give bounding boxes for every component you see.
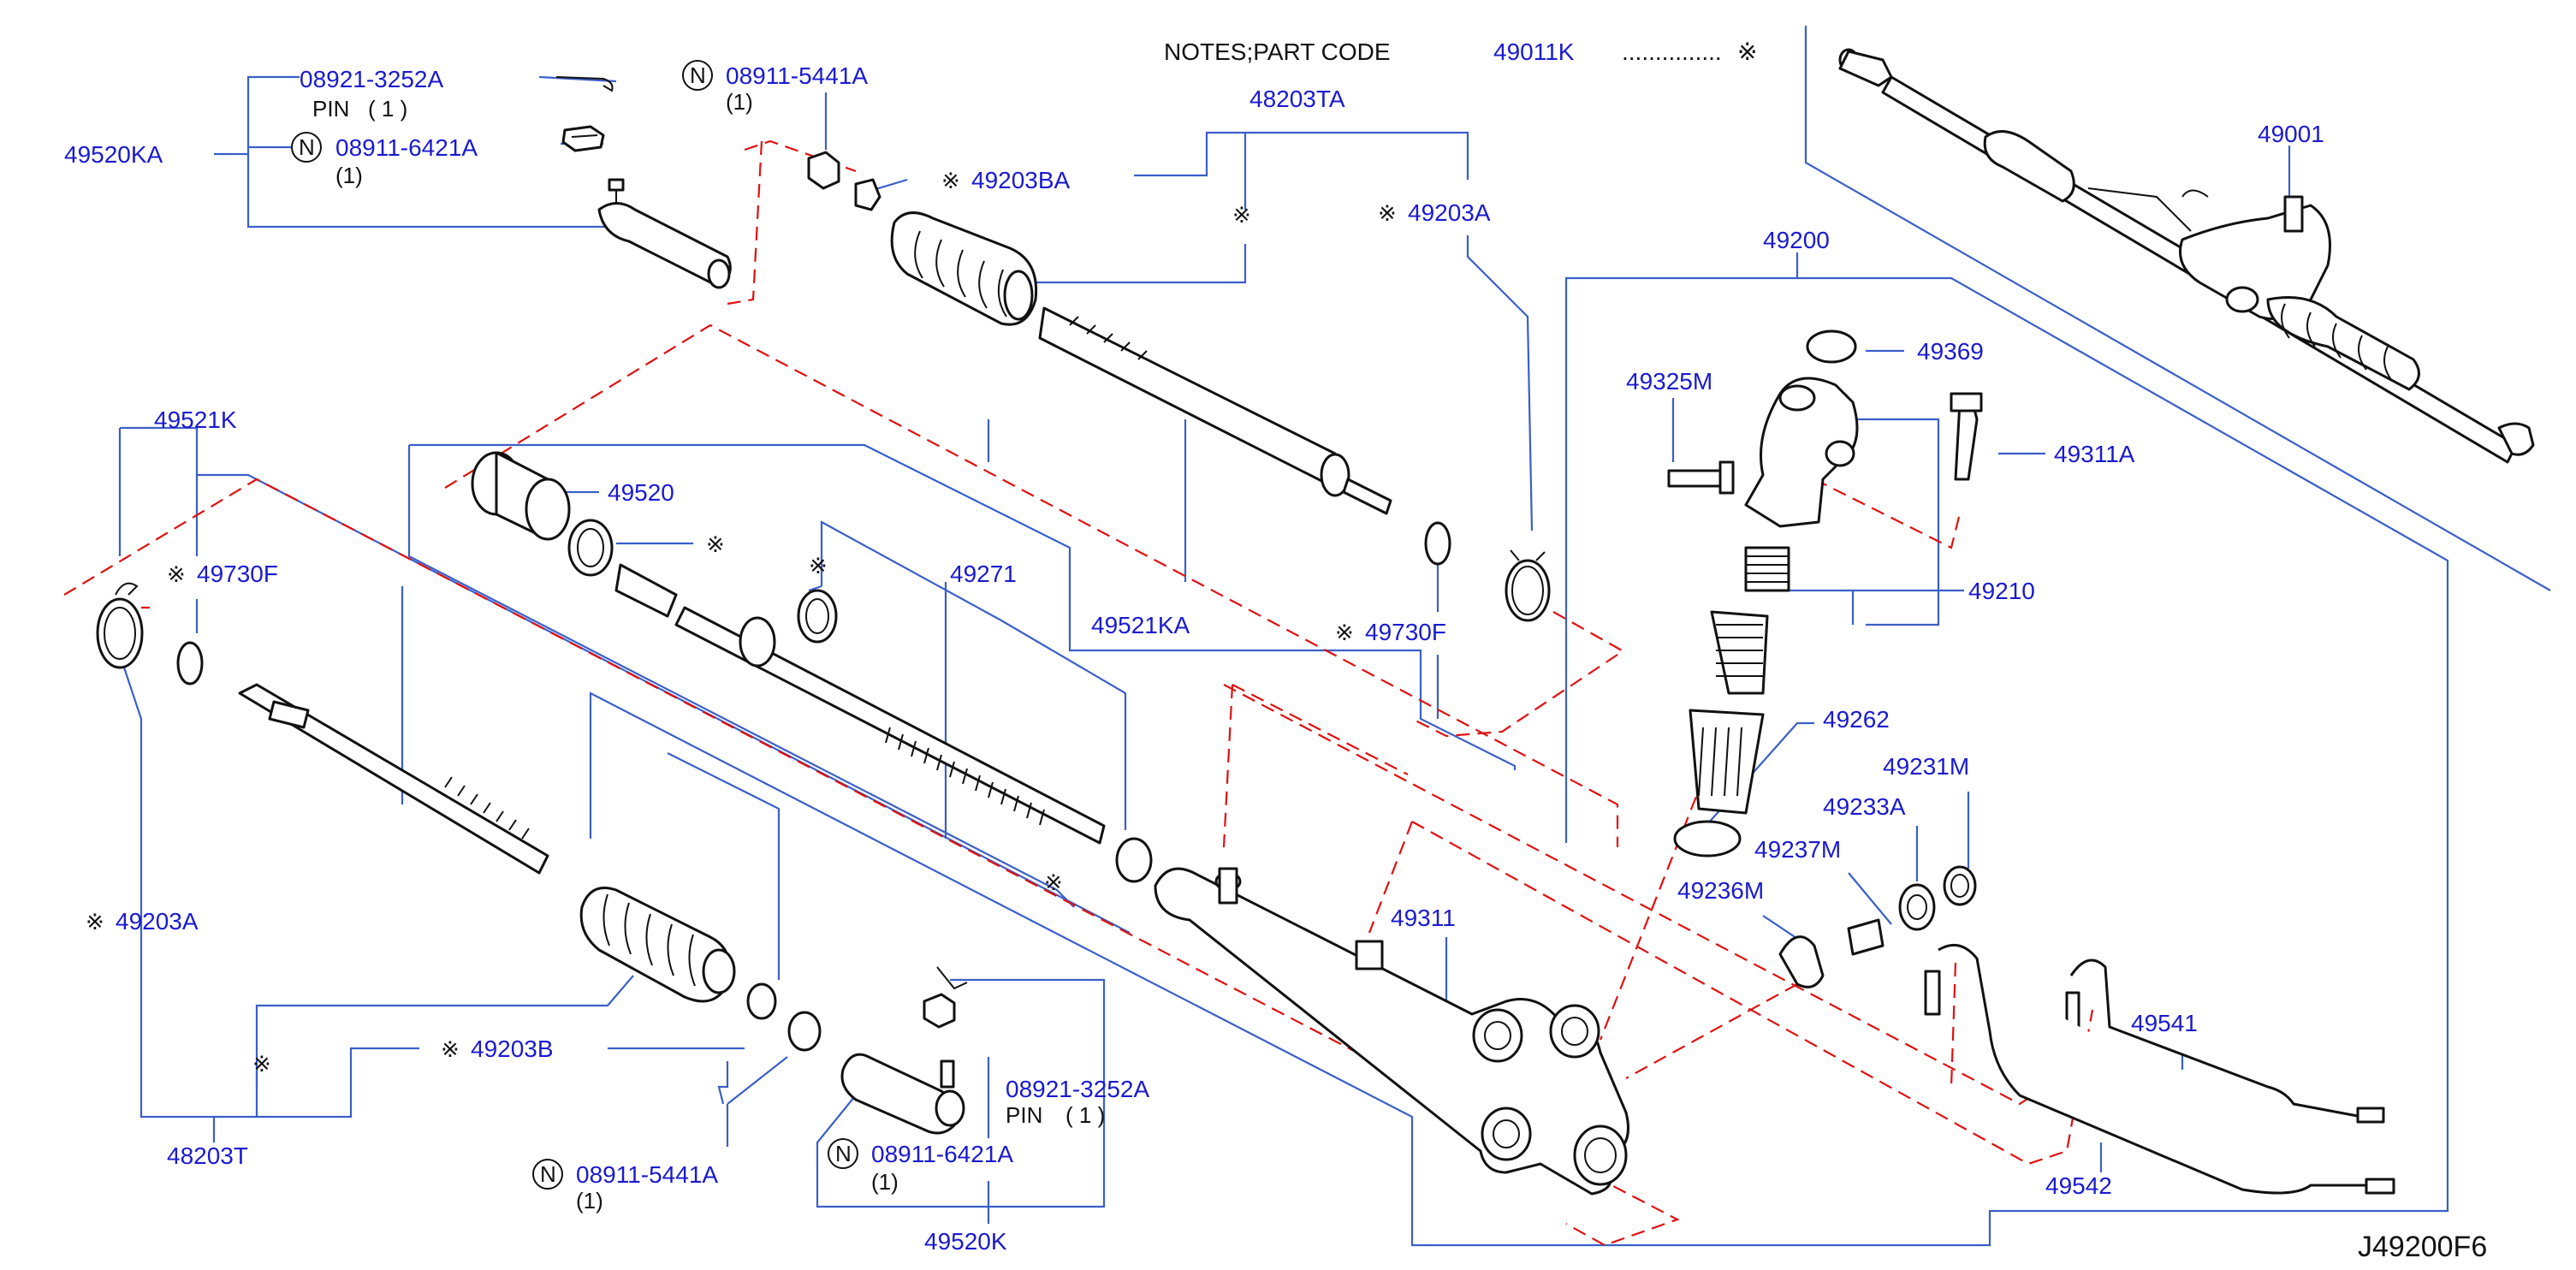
label-49520ka[interactable]: 49520KA xyxy=(64,141,163,168)
label-49200[interactable]: 49200 xyxy=(1763,227,1830,253)
label-49203a-left[interactable]: 49203A xyxy=(116,908,199,935)
circle-n-letter: N xyxy=(690,62,706,88)
label-pin-top: PIN xyxy=(312,96,349,122)
label-49262[interactable]: 49262 xyxy=(1823,706,1890,733)
lock-nut-top[interactable] xyxy=(807,151,881,211)
pinion-valve[interactable] xyxy=(1673,546,1790,858)
label-pin-top-qty: ( 1 ) xyxy=(368,96,407,122)
notes-dots: ............... xyxy=(1622,39,1722,65)
label-08911-6421a-bottom[interactable]: 08911-6421A xyxy=(871,1141,1013,1167)
label-49521ka[interactable]: 49521KA xyxy=(1091,612,1190,638)
label-49311[interactable]: 49311 xyxy=(1391,905,1456,931)
circle-n-icon xyxy=(291,132,322,163)
leader-49520ka xyxy=(246,75,608,228)
label-49730f-right[interactable]: 49730F xyxy=(1365,619,1446,645)
label-qty-5441-bottom: (1) xyxy=(576,1188,603,1214)
label-49520k[interactable]: 49520K xyxy=(924,1228,1007,1255)
inner-tie-rod-left[interactable] xyxy=(238,683,549,875)
mark-49203b: ※ xyxy=(441,1036,460,1062)
label-49521k[interactable]: 49521K xyxy=(154,407,237,433)
small-parts-49231-49237[interactable] xyxy=(1778,865,1977,988)
label-48203t[interactable]: 48203T xyxy=(167,1142,248,1169)
label-49236m[interactable]: 49236M xyxy=(1677,877,1764,904)
label-49541[interactable]: 49541 xyxy=(2131,1010,2198,1036)
circle-n-icon xyxy=(532,1159,563,1190)
rack-49271[interactable] xyxy=(614,563,1153,883)
boot-top[interactable] xyxy=(890,211,1038,326)
inner-tie-rod-top[interactable] xyxy=(1038,306,1392,515)
diagram-code: J49200F6 xyxy=(2358,1231,2487,1263)
circle-n-icon xyxy=(682,60,713,91)
label-49203b[interactable]: 49203B xyxy=(471,1036,554,1062)
label-49369[interactable]: 49369 xyxy=(1917,338,1984,365)
clamp-49203b[interactable] xyxy=(746,982,822,1052)
notes-mark: ※ xyxy=(1737,39,1757,65)
label-49271[interactable]: 49271 xyxy=(950,561,1017,587)
circle-n-letter: N xyxy=(835,1141,852,1166)
mark-48203t: ※ xyxy=(252,1051,271,1077)
steering-gear-assembly-49001[interactable] xyxy=(1838,48,2535,464)
label-49520[interactable]: 49520 xyxy=(608,479,674,506)
mark-49203ba: ※ xyxy=(941,168,960,193)
mark-49203a-top: ※ xyxy=(1378,200,1397,226)
mark-seal: ※ xyxy=(1044,869,1063,895)
label-qty-6421-bottom: (1) xyxy=(871,1169,899,1195)
label-08921-3252a-bottom[interactable]: 08921-3252A xyxy=(1006,1076,1149,1102)
gear-housing-49311[interactable] xyxy=(1154,867,1629,1196)
circle-n-letter: N xyxy=(540,1161,556,1187)
label-49730f-left[interactable]: 49730F xyxy=(197,561,278,587)
label-49210[interactable]: 49210 xyxy=(1968,578,2035,604)
dashed-lines xyxy=(63,139,2094,1247)
label-48203ta[interactable]: 48203TA xyxy=(1249,86,1345,112)
clamp-left[interactable] xyxy=(96,582,204,685)
mark-49730f-right: ※ xyxy=(1335,620,1354,645)
label-qty-5441-top: (1) xyxy=(726,89,753,115)
mark-49520: ※ xyxy=(706,531,725,557)
notes-part-code[interactable]: 49011K xyxy=(1493,39,1575,65)
label-49237m[interactable]: 49237M xyxy=(1754,836,1841,863)
seal-49369[interactable] xyxy=(1806,329,1857,364)
label-pin-bottom-qty: ( 1 ) xyxy=(1065,1102,1105,1128)
circle-n-letter: N xyxy=(299,134,315,160)
tie-rod-end-top[interactable] xyxy=(555,76,732,289)
notes-header: NOTES;PART CODE 49011K ............... ※ xyxy=(1164,39,1757,65)
mark-49730f-left: ※ xyxy=(167,561,186,587)
clamp-49203a-top[interactable] xyxy=(1424,521,1551,622)
label-49203a-top[interactable]: 49203A xyxy=(1408,199,1491,226)
notes-label: NOTES;PART CODE xyxy=(1164,39,1391,65)
mark-49203a-left: ※ xyxy=(86,909,104,935)
label-08911-5441a-top[interactable]: 08911-5441A xyxy=(726,62,868,89)
ring-49271-small[interactable] xyxy=(797,589,838,644)
label-49231m[interactable]: 49231M xyxy=(1883,753,1969,780)
label-08911-6421a-top[interactable]: 08911-6421A xyxy=(335,134,478,161)
circle-n-icon xyxy=(828,1138,858,1169)
tube-49542[interactable] xyxy=(1924,943,2395,1195)
bushing-49520[interactable] xyxy=(471,451,614,577)
mark-48203ta: ※ xyxy=(1232,202,1251,228)
label-pin-bottom: PIN xyxy=(1006,1102,1042,1128)
label-08921-3252a-top[interactable]: 08921-3252A xyxy=(300,66,443,92)
label-49542[interactable]: 49542 xyxy=(2045,1172,2112,1199)
label-49203ba[interactable]: 49203BA xyxy=(971,167,1071,193)
label-49311a[interactable]: 49311A xyxy=(2054,441,2135,467)
label-49233a[interactable]: 49233A xyxy=(1823,793,1906,820)
label-qty-6421-top: (1) xyxy=(335,163,363,188)
label-49001[interactable]: 49001 xyxy=(2258,121,2324,147)
mark-ring: ※ xyxy=(809,553,828,579)
part-labels: 08921-3252A PIN ( 1 ) 49520KA N 08911-64… xyxy=(64,60,2487,1263)
label-49325m[interactable]: 49325M xyxy=(1626,368,1712,395)
tie-rod-end-bottom[interactable] xyxy=(840,966,968,1135)
label-08911-5441a-bottom[interactable]: 08911-5441A xyxy=(576,1161,718,1188)
boot-left[interactable] xyxy=(579,887,736,1003)
